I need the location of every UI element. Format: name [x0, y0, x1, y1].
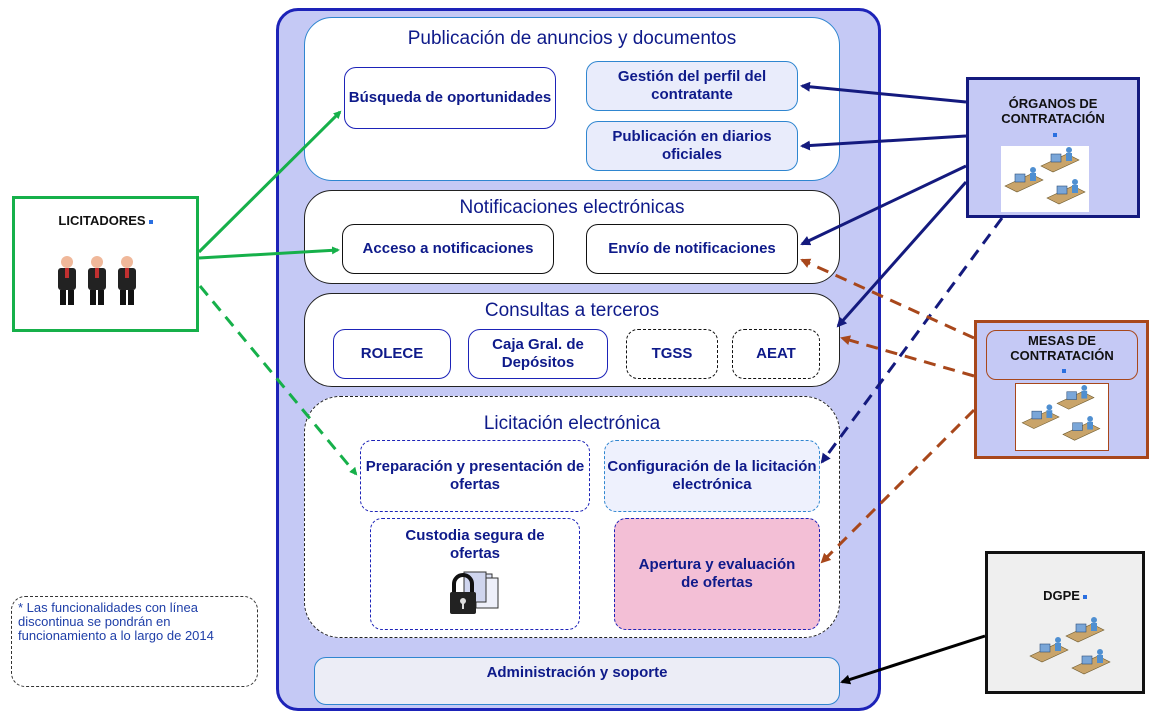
arrow-licitadores-busqueda — [197, 110, 342, 254]
arrow-organos-configuracion — [820, 217, 1004, 464]
administracion-soporte-box[interactable]: Administración y soporte — [314, 657, 840, 705]
gestion-perfil-box[interactable]: Gestión del perfil del contratante — [586, 61, 798, 111]
preparacion-ofertas-box[interactable]: Preparación y presentación de ofertas — [360, 440, 590, 512]
arrow-organos-gestion — [800, 81, 967, 104]
publicacion-diarios-box[interactable]: Publicación en diarios oficiales — [586, 121, 798, 171]
arrow-organos-consultas — [836, 181, 968, 328]
arrow-mesas-apertura — [820, 408, 976, 564]
arrow-licitadores-acceso — [198, 246, 340, 260]
arrow-dgpe-administracion — [840, 634, 986, 685]
section-notificaciones-title: Notificaciones electrónicas — [459, 197, 685, 218]
workstation-icon — [1026, 616, 1114, 682]
people-icon — [53, 255, 141, 312]
marker-dot-icon — [148, 219, 153, 224]
section-licitacion-title: Licitación electrónica — [483, 413, 661, 434]
mesas-label-box: MESAS DE CONTRATACIÓN — [986, 330, 1138, 380]
caja-depositos-box[interactable]: Caja Gral. de Depósitos — [468, 329, 608, 379]
aeat-box[interactable]: AEAT — [732, 329, 820, 379]
mesas-label: MESAS DE CONTRATACIÓN — [1010, 332, 1114, 363]
marker-dot-icon — [1082, 594, 1087, 599]
padlock-documents-icon — [448, 570, 502, 616]
section-publicacion-title: Publicación de anuncios y documentos — [407, 28, 737, 49]
marker-dot-icon — [1052, 132, 1057, 137]
custodia-ofertas-label: Custodia segura de ofertas — [405, 527, 545, 562]
marker-dot-icon — [1061, 369, 1066, 374]
tgss-box[interactable]: TGSS — [626, 329, 718, 379]
envio-notificaciones-box[interactable]: Envío de notificaciones — [586, 224, 798, 274]
acceso-notificaciones-box[interactable]: Acceso a notificaciones — [342, 224, 554, 274]
busqueda-oportunidades-box[interactable]: Búsqueda de oportunidades — [344, 67, 556, 129]
footnote-text: * Las funcionalidades con línea disconti… — [18, 600, 214, 643]
mesas-actor[interactable]: MESAS DE CONTRATACIÓN — [974, 320, 1149, 459]
licitadores-label: LICITADORES — [58, 213, 146, 228]
arrow-licitadores-preparacion — [198, 285, 358, 476]
apertura-evaluacion-box[interactable]: Apertura y evaluación de ofertas — [614, 518, 820, 630]
workstation-icon — [1001, 146, 1089, 212]
dgpe-label: DGPE — [1043, 588, 1080, 603]
licitadores-actor[interactable]: LICITADORES — [12, 196, 199, 332]
configuracion-licitacion-box[interactable]: Configuración de la licitación electróni… — [604, 440, 820, 512]
arrow-organos-publicacion — [800, 134, 967, 151]
rolece-box[interactable]: ROLECE — [333, 329, 451, 379]
footnote-box: * Las funcionalidades con línea disconti… — [11, 596, 258, 687]
organos-label: ÓRGANOS DE CONTRATACIÓN — [1001, 96, 1105, 126]
section-consultas-title: Consultas a terceros — [484, 300, 660, 321]
arrow-mesas-envio — [800, 258, 975, 340]
dgpe-actor[interactable]: DGPE — [985, 551, 1145, 694]
organos-actor[interactable]: ÓRGANOS DE CONTRATACIÓN — [966, 77, 1140, 218]
workstation-icon — [1015, 383, 1109, 451]
arrow-mesas-consultas — [840, 335, 975, 378]
arrow-organos-envio — [800, 164, 967, 246]
